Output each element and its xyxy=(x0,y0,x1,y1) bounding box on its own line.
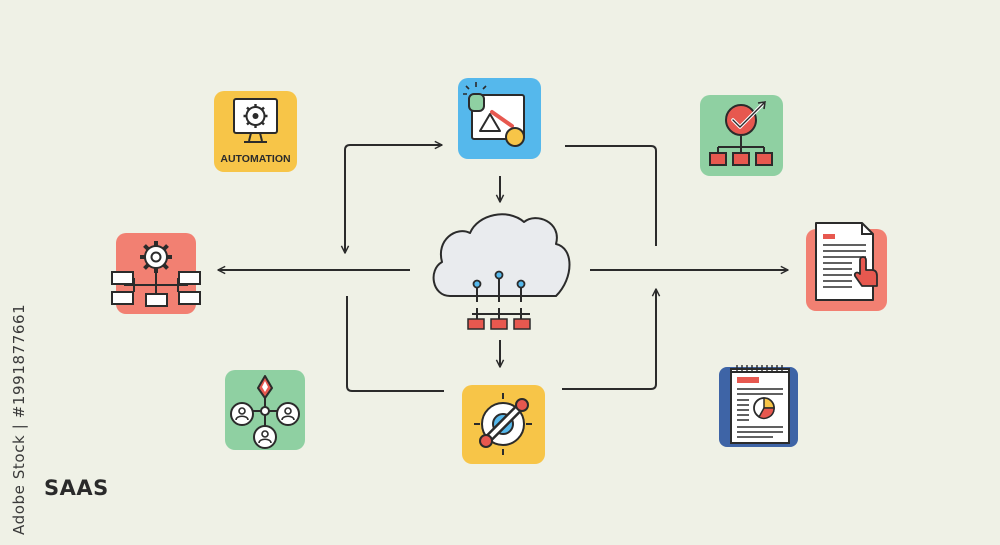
team-network-icon xyxy=(225,370,305,450)
data-integration-icon xyxy=(462,385,545,464)
analytics-chart-icon xyxy=(700,95,783,176)
automation-label: AUTOMATION xyxy=(220,153,290,165)
report-document-icon xyxy=(719,365,798,447)
cloud-network-icon xyxy=(432,213,571,330)
arrow-integration-to-right xyxy=(562,288,661,390)
settings-network-icon xyxy=(111,233,201,314)
arrow-loop-to-design xyxy=(340,140,443,254)
line-left-to-integration xyxy=(346,296,444,392)
line-design-to-right xyxy=(565,145,657,246)
document-tap-icon xyxy=(806,222,887,311)
connectors xyxy=(217,140,789,392)
diagram-caption: SAAS xyxy=(44,476,109,500)
design-tool-icon xyxy=(458,78,541,159)
stock-id-label: Adobe Stock | #1991877661 xyxy=(10,303,28,535)
automation-icon: AUTOMATION xyxy=(214,91,297,172)
